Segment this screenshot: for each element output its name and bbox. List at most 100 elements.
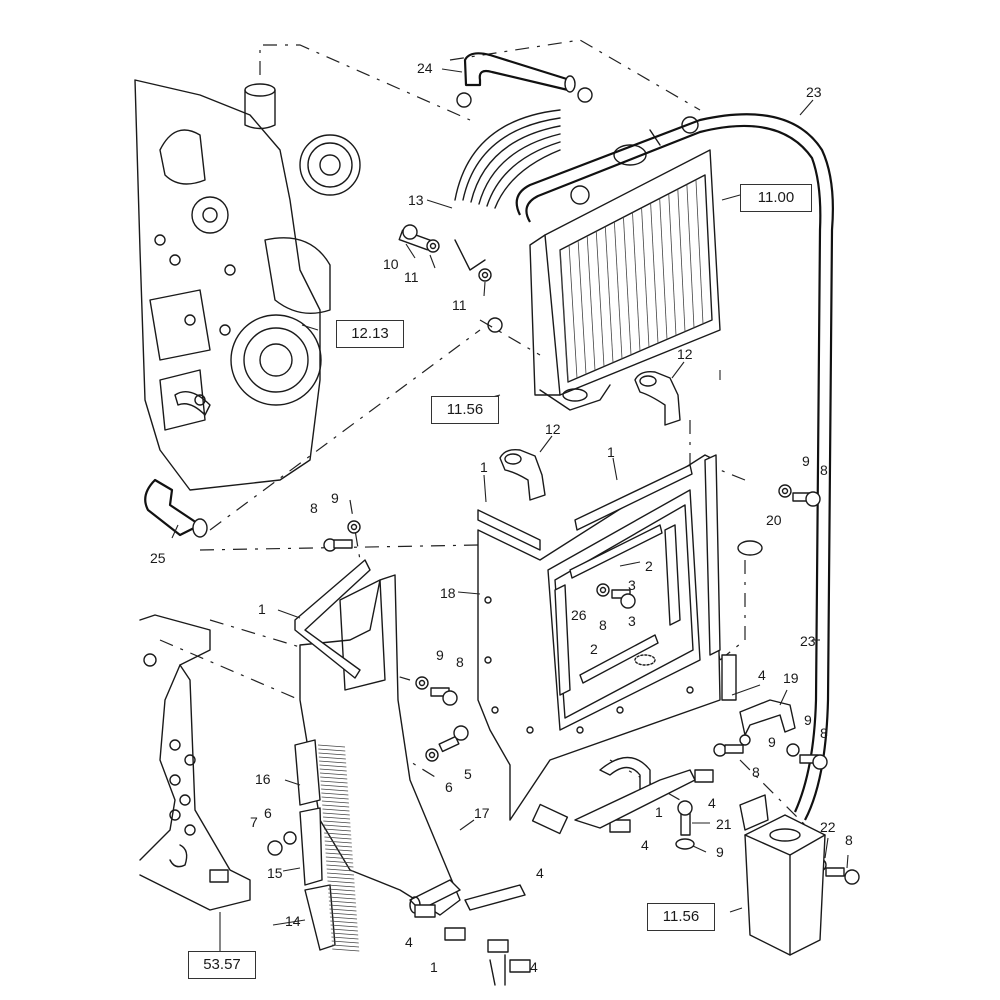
brush-bristle (318, 752, 346, 756)
callout-19: 19 (783, 670, 799, 686)
callout-18: 18 (440, 585, 456, 601)
callout-12-lower: 12 (545, 421, 561, 437)
callout-6-b: 6 (264, 805, 272, 821)
brush-bristle (326, 872, 354, 876)
brush-bristle (322, 808, 350, 812)
brush-bristle (323, 824, 351, 828)
radiator-fin (604, 226, 614, 363)
callout-1-e: 1 (430, 959, 438, 975)
radiator-fin (559, 249, 569, 383)
ref-box-11-56-lower[interactable]: 11.56 (647, 903, 715, 931)
brush-strips (294, 739, 360, 952)
callout-1-d: 1 (655, 804, 663, 820)
brush-bristle (324, 844, 353, 848)
ref-box-53-57[interactable]: 53.57 (188, 951, 256, 979)
brush-bristle (319, 772, 347, 776)
callout-25: 25 (150, 550, 166, 566)
brush-bristle (331, 944, 360, 948)
radiator-fin (677, 189, 686, 332)
overflow-hose-23 (515, 113, 834, 821)
brush-bristle (321, 800, 349, 804)
callout-2-left: 2 (590, 641, 598, 657)
brush-bristle (328, 892, 356, 896)
radiator-fin (613, 221, 623, 359)
callout-8-e: 8 (752, 764, 760, 780)
brush-bristle (326, 868, 354, 872)
callout-5: 5 (464, 766, 472, 782)
callout-15: 15 (267, 865, 283, 881)
brush-bristle (320, 784, 348, 788)
expansion-tank (739, 794, 826, 956)
hose-25 (144, 478, 202, 537)
callout-8-f: 8 (820, 725, 828, 741)
callout-17: 17 (474, 805, 490, 821)
brush-bristle (329, 904, 357, 908)
brush-bristle (318, 756, 346, 760)
battery-bracket (139, 614, 251, 911)
brush-bristle (331, 932, 359, 936)
hose-24 (463, 52, 572, 92)
brush-bristle (325, 852, 353, 856)
callout-4-a: 4 (758, 667, 766, 683)
ref-box-11-00[interactable]: 11.00 (740, 184, 812, 212)
radiator-fin (586, 235, 596, 371)
brush-bristle (320, 780, 348, 784)
brush-bristle (318, 748, 346, 752)
callout-4-e: 4 (641, 837, 649, 853)
seal-3-lower (579, 634, 659, 684)
radiator-fin (632, 212, 641, 352)
callout-1-b: 1 (607, 444, 615, 460)
callout-26: 26 (571, 607, 587, 623)
callout-2-right: 2 (645, 558, 653, 574)
callout-13: 13 (408, 192, 424, 208)
callout-22: 22 (820, 819, 836, 835)
brush-bristle (323, 820, 351, 824)
brush-bristle (330, 920, 358, 924)
radiator-fin (641, 207, 650, 348)
callout-8-a: 8 (310, 500, 318, 516)
callout-14: 14 (285, 913, 301, 929)
rubber-blocks-4 (414, 654, 737, 986)
brush-bristle (328, 900, 356, 904)
callout-6-a: 6 (445, 779, 453, 795)
engine-assembly (134, 79, 361, 491)
brush-bristle (331, 936, 359, 940)
brush-bristle (330, 924, 358, 928)
brush-bristle (319, 760, 347, 764)
brush-bristle (327, 884, 355, 888)
radiator-fin (577, 240, 587, 375)
radiator-fin (695, 179, 704, 324)
callout-9-b: 9 (802, 453, 810, 469)
radiator-fin (568, 245, 578, 379)
brush-bristle (324, 840, 352, 844)
radiator-fin (623, 217, 632, 355)
brush-bristle (329, 912, 357, 916)
fan-guard-13 (454, 109, 561, 271)
ref-box-11-56-upper[interactable]: 11.56 (431, 396, 499, 424)
brush-bristle (319, 764, 347, 768)
callout-23-side: 23 (800, 633, 816, 649)
callout-1-a: 1 (480, 459, 488, 475)
bracket-12-upper (634, 370, 681, 426)
bracket-12-lower (499, 448, 546, 501)
bolts-washers (267, 224, 860, 885)
callout-9-c: 9 (436, 647, 444, 663)
callout-1-c: 1 (258, 601, 266, 617)
leader-lines (171, 68, 849, 952)
brush-bristle (320, 776, 348, 780)
seal-2-left (554, 584, 571, 696)
callout-11-b: 11 (452, 297, 467, 313)
seal-3-upper (569, 524, 663, 579)
callout-8-b: 8 (820, 462, 828, 478)
brush-bristle (331, 940, 359, 944)
brush-bristle (322, 804, 350, 808)
brush-bristle (330, 916, 358, 920)
callout-9-a: 9 (331, 490, 339, 506)
seal-1-a (477, 509, 541, 551)
callout-24: 24 (417, 60, 433, 76)
brush-bristle (326, 860, 354, 864)
ref-box-12-13[interactable]: 12.13 (336, 320, 404, 348)
brush-bristle (325, 856, 353, 860)
brush-bristle (322, 812, 350, 816)
